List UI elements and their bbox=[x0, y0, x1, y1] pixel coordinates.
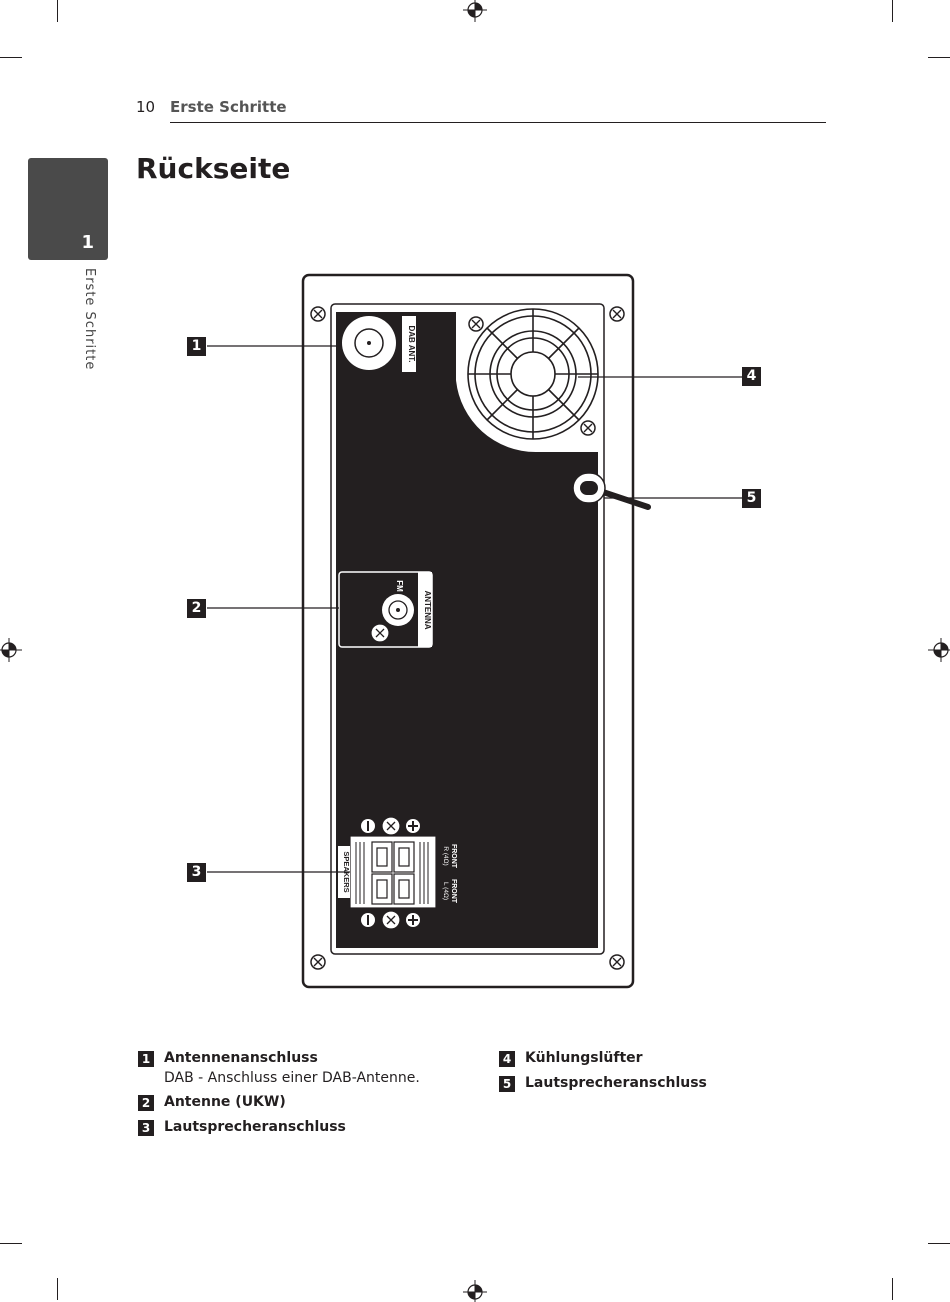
chapter-number: 1 bbox=[81, 232, 94, 253]
callout-1: 1 bbox=[187, 337, 206, 356]
crop-mark bbox=[57, 0, 58, 22]
legend-badge-1: 1 bbox=[138, 1051, 154, 1067]
legend-title-5: Lautsprecheranschluss bbox=[525, 1075, 707, 1091]
front-l-label: FRONT bbox=[450, 879, 457, 904]
page-heading: Rückseite bbox=[136, 152, 291, 185]
legend-desc-1: DAB - Anschluss einer DAB-Antenne. bbox=[164, 1070, 420, 1086]
crop-mark bbox=[0, 57, 22, 58]
legend-badge-5: 5 bbox=[499, 1076, 515, 1092]
legend-title-3: Lautsprecheranschluss bbox=[164, 1119, 346, 1135]
running-header: Erste Schritte bbox=[170, 98, 287, 116]
callout-5: 5 bbox=[742, 489, 761, 508]
panel-black-area bbox=[336, 312, 598, 948]
page-number: 10 bbox=[136, 98, 156, 116]
header-divider bbox=[170, 122, 826, 123]
legend-title-2: Antenne (UKW) bbox=[164, 1094, 286, 1110]
legend-badge-3: 3 bbox=[138, 1120, 154, 1136]
front-r-label: FRONT bbox=[450, 844, 457, 869]
antenna-label: ANTENNA bbox=[423, 590, 432, 629]
crop-mark bbox=[928, 1243, 950, 1244]
registration-mark-icon bbox=[463, 0, 487, 22]
legend-badge-2: 2 bbox=[138, 1095, 154, 1111]
dab-label-bg bbox=[402, 316, 416, 372]
crop-mark bbox=[928, 57, 950, 58]
legend-title-1: Antennenanschluss bbox=[164, 1050, 318, 1066]
chapter-side-label: Erste Schritte bbox=[82, 268, 97, 371]
crop-mark bbox=[892, 0, 893, 22]
registration-mark-icon bbox=[0, 638, 22, 662]
registration-mark-icon bbox=[928, 638, 950, 662]
speaker-terminals: SPEAKERS FRONT R (4Ω) FRONT L (4Ω) bbox=[338, 816, 457, 930]
cooling-fan bbox=[467, 308, 599, 440]
chapter-tab bbox=[28, 158, 108, 260]
dab-label: DAB ANT. bbox=[407, 325, 416, 362]
legend-badge-4: 4 bbox=[499, 1051, 515, 1067]
crop-mark bbox=[57, 1278, 58, 1300]
crop-mark bbox=[892, 1278, 893, 1300]
front-r-sub-label: R (4Ω) bbox=[442, 846, 449, 865]
callout-2: 2 bbox=[187, 599, 206, 618]
front-l-sub-label: L (4Ω) bbox=[442, 882, 449, 900]
callout-3: 3 bbox=[187, 863, 206, 882]
registration-mark-icon bbox=[463, 1280, 487, 1302]
crop-mark bbox=[0, 1243, 22, 1244]
legend-title-4: Kühlungslüfter bbox=[525, 1050, 643, 1066]
callout-4: 4 bbox=[742, 367, 761, 386]
fm-label: FM bbox=[395, 580, 404, 592]
